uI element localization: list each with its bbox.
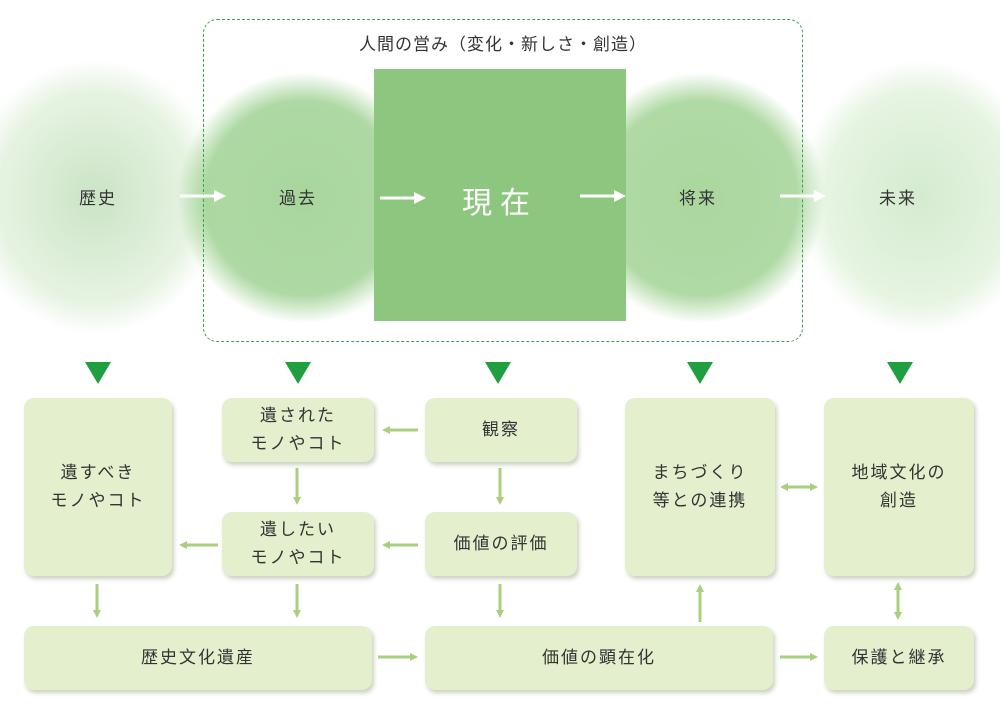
box-observation: 観察 (425, 398, 577, 462)
future-label: 将来 (679, 189, 717, 209)
box-community-link: まちづくり 等との連携 (625, 398, 775, 576)
box-value-evaluation: 価値の評価 (425, 512, 577, 576)
history-label: 歴史 (79, 189, 117, 209)
box-want-to-preserve: 遺したい モノやコト (222, 512, 374, 576)
far-future-circle (800, 62, 1000, 332)
box-cultural-heritage: 歴史文化遺産 (24, 626, 372, 690)
human-activity-label: 人間の営み（変化・新しさ・創造） (359, 35, 647, 55)
down-triangle-icon (285, 362, 311, 384)
down-triangle-icon (687, 362, 713, 384)
present-label: 現在 (462, 186, 538, 221)
past-label: 過去 (279, 189, 317, 209)
human-activity-frame (203, 19, 803, 342)
timeline-arrow-icon (180, 190, 226, 202)
down-triangle-icon (887, 362, 913, 384)
down-triangle-icon (85, 362, 111, 384)
down-triangle-icon (485, 362, 511, 384)
timeline-arrow-icon (780, 190, 826, 202)
timeline-arrow-icon (380, 192, 426, 204)
far-future-label: 未来 (879, 189, 917, 209)
box-left-behind: 遺された モノやコト (222, 398, 374, 462)
box-regional-culture: 地域文化の 創造 (824, 398, 974, 576)
box-value-visualization: 価値の顕在化 (425, 626, 773, 690)
box-to-preserve: 遺すべき モノやコト (24, 398, 172, 576)
timeline-arrow-icon (580, 190, 626, 202)
box-protection-inheritance: 保護と継承 (824, 626, 974, 690)
